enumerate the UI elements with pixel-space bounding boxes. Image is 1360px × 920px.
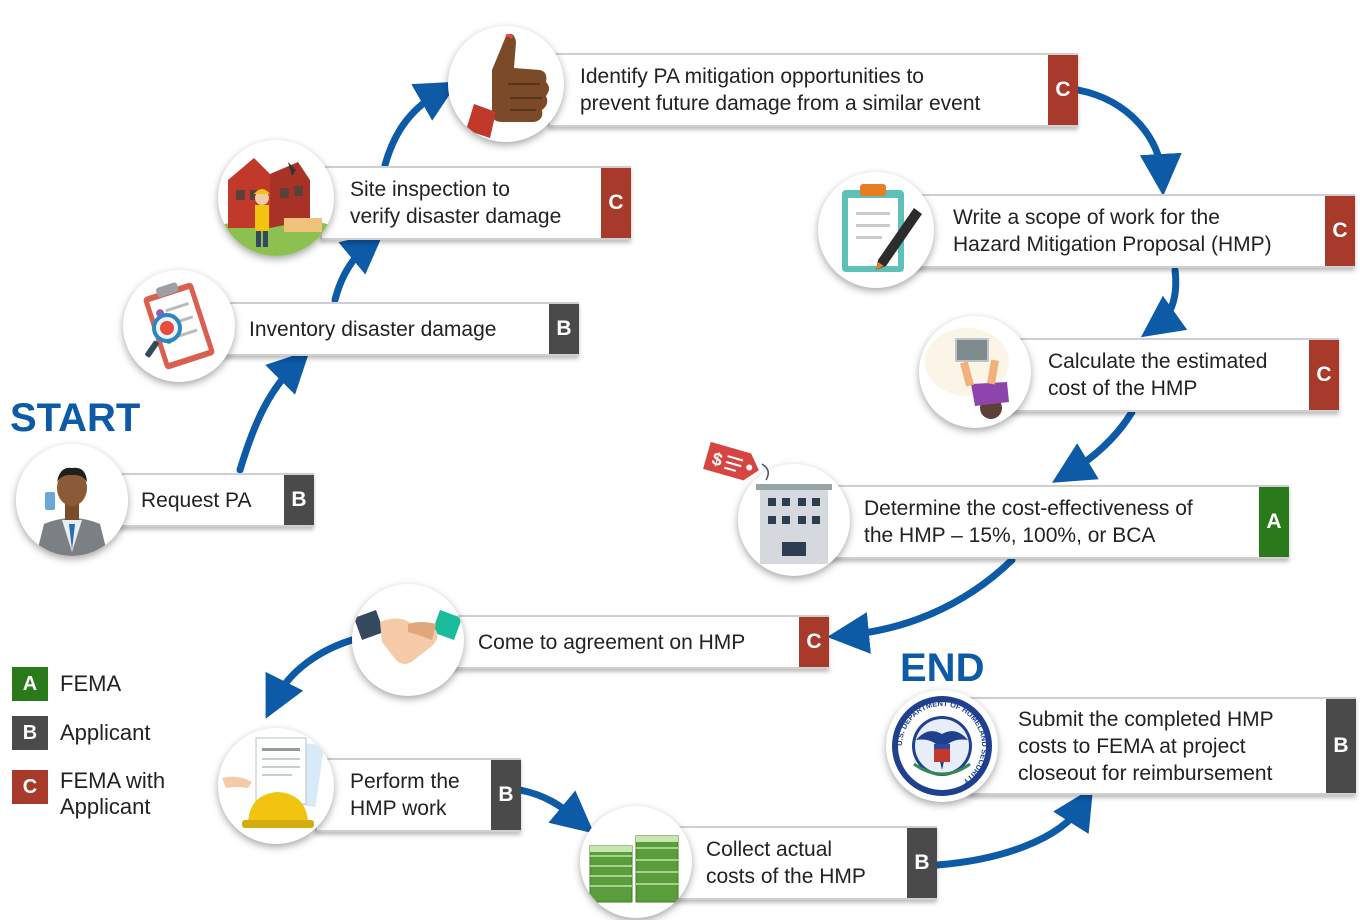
person-laptop-icon [919, 316, 1031, 428]
money-stacks-icon [580, 806, 692, 918]
arrow-3-4 [381, 81, 459, 169]
arrow-5-6 [1140, 266, 1188, 338]
arrow-4-5 [1074, 86, 1182, 196]
legend-label: FEMA [60, 671, 122, 696]
step-tag: B [284, 475, 314, 525]
step-tag: C [1325, 196, 1355, 266]
step-text: Perform the HMP work [350, 770, 460, 820]
step-text: Request PA [141, 488, 252, 512]
step-text: Collect actual costs of the HMP [706, 838, 866, 888]
arrow-9-10 [516, 786, 595, 834]
dhs-seal-icon: U.S. DEPARTMENT OF HOMELAND SECURITY [886, 690, 998, 802]
start-label: START [10, 396, 141, 440]
clipboard-checklist-icon [123, 270, 235, 382]
step-text: Come to agreement on HMP [478, 630, 746, 654]
step-tag: A [1259, 487, 1289, 557]
legend-item-applicant: B Applicant [12, 716, 151, 750]
step-tag: B [549, 304, 579, 354]
clipboard-pen-icon [818, 172, 934, 288]
step-text: Determine the cost-effectiveness of the … [864, 497, 1193, 547]
step-text: Site inspection to verify disaster damag… [350, 178, 562, 228]
arrow-7-8 [827, 556, 1016, 654]
arrow-8-9 [265, 636, 356, 719]
handshake-icon [352, 584, 464, 696]
step-text: Write a scope of work for the Hazard Mit… [953, 206, 1272, 256]
legend-item-fema-with-applicant: C FEMA with Applicant [12, 768, 165, 820]
step-text: Submit the completed HMP costs to FEMA a… [1018, 707, 1274, 785]
legend-key: B [12, 716, 48, 750]
arrow-10-11 [933, 787, 1094, 869]
step-tag: B [1326, 699, 1356, 793]
arrow-1-2 [236, 350, 310, 474]
price-tag-icon: $ [703, 441, 769, 481]
legend-item-fema: A FEMA [12, 667, 121, 701]
end-label: END [900, 646, 985, 690]
step-tag: C [799, 617, 829, 667]
building-icon [738, 464, 850, 576]
arrow-6-7 [1051, 408, 1136, 483]
legend-label: Applicant [60, 720, 151, 745]
step-tag: B [491, 760, 521, 830]
businessman-icon [16, 444, 128, 556]
step-text: Inventory disaster damage [249, 317, 497, 341]
legend-key: C [12, 770, 48, 804]
step-tag: C [601, 168, 631, 238]
step-tag: B [907, 828, 937, 898]
step-tag: C [1309, 340, 1339, 410]
step-text: Calculate the estimated cost of the HMP [1048, 350, 1268, 400]
damaged-house-inspector-icon [218, 140, 334, 256]
legend-label: FEMA with Applicant [60, 768, 166, 819]
step-text: Identify PA mitigation opportunities to … [580, 65, 981, 115]
arrow-2-3 [331, 231, 385, 304]
thumbs-up-icon [448, 26, 564, 142]
legend-key: A [12, 667, 48, 701]
step-tag: C [1048, 55, 1078, 125]
contract-hardhat-icon [218, 728, 334, 844]
